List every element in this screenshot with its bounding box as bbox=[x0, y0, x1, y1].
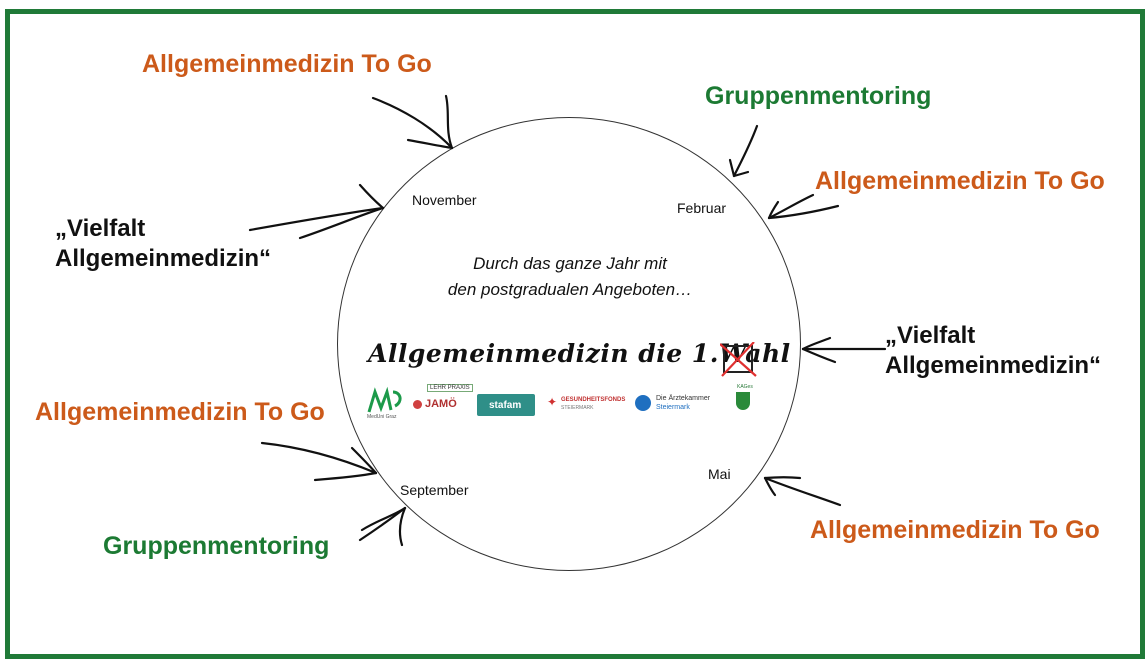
ballot-check-icon bbox=[720, 342, 757, 377]
tagline: Durch das ganze Jahr mit den postgradual… bbox=[400, 251, 740, 303]
label-left-vielfalt-line1: „Vielfalt bbox=[55, 215, 146, 242]
gesundheitsfonds-logo: GESUNDHEITSFONDS bbox=[561, 397, 626, 403]
label-top-right-gruppenmentoring: Gruppenmentoring bbox=[705, 82, 932, 110]
year-circle bbox=[337, 117, 801, 571]
arrow-top-left bbox=[371, 94, 454, 150]
month-mai: Mai bbox=[708, 466, 731, 482]
stafam-logo: stafam bbox=[489, 400, 522, 411]
label-right-vielfalt-line1: „Vielfalt bbox=[885, 322, 976, 349]
aerztekammer-line2: Steiermark bbox=[656, 404, 690, 411]
month-september: September bbox=[400, 482, 469, 498]
arrow-top-right bbox=[728, 124, 759, 178]
label-top-left-to-go: Allgemeinmedizin To Go bbox=[142, 50, 432, 78]
arrow-right-middle bbox=[801, 336, 887, 364]
gesundheitsfonds-sub: STEIERMARK bbox=[561, 405, 594, 411]
label-left-vielfalt: „Vielfalt Allgemeinmedizin“ bbox=[55, 214, 271, 274]
arrow-left-lower bbox=[260, 441, 378, 482]
label-right-vielfalt-line2: Allgemeinmedizin“ bbox=[885, 352, 1102, 379]
label-right-upper-to-go: Allgemeinmedizin To Go bbox=[815, 167, 1105, 195]
lehrpraxis-logo: LEHR PRAXIS bbox=[427, 384, 473, 392]
label-left-vielfalt-line2: Allgemeinmedizin“ bbox=[55, 245, 272, 272]
jamo-logo: JAMÖ bbox=[425, 398, 457, 410]
arrow-left-upper bbox=[248, 183, 385, 240]
label-left-lower-to-go: Allgemeinmedizin To Go bbox=[35, 398, 325, 426]
meduni-logo-icon bbox=[367, 386, 402, 413]
month-november: November bbox=[412, 192, 477, 208]
month-februar: Februar bbox=[677, 200, 727, 216]
tagline-line1: Durch das ganze Jahr mit bbox=[473, 254, 667, 273]
arrow-bottom-right bbox=[763, 476, 842, 507]
tagline-line2: den postgradualen Angeboten… bbox=[447, 280, 693, 299]
jamo-badge-icon bbox=[413, 400, 422, 409]
arrow-right-upper bbox=[767, 193, 840, 220]
label-right-vielfalt: „Vielfalt Allgemeinmedizin“ bbox=[885, 321, 1101, 381]
kages-logo: KAGes bbox=[737, 384, 753, 390]
meduni-sub: MedUni Graz bbox=[367, 414, 397, 420]
partner-logos: MedUni Graz LEHR PRAXIS JAMÖ stafam ✦ GE… bbox=[365, 384, 755, 424]
slogan: Allgemeinmedizin die 1.Wahl bbox=[368, 339, 791, 368]
arrow-bottom-left bbox=[358, 506, 407, 547]
steiermark-crest-icon bbox=[736, 392, 750, 410]
aerztekammer-line1: Die Ärztekammer bbox=[656, 395, 711, 402]
label-bottom-right-to-go: Allgemeinmedizin To Go bbox=[810, 516, 1100, 544]
label-bottom-left-gruppenmentoring: Gruppenmentoring bbox=[103, 532, 330, 560]
gesundheitsfonds-star-icon: ✦ bbox=[547, 395, 558, 409]
aerztekammer-logo-icon bbox=[635, 395, 651, 411]
stafam-logo-icon bbox=[477, 394, 535, 416]
